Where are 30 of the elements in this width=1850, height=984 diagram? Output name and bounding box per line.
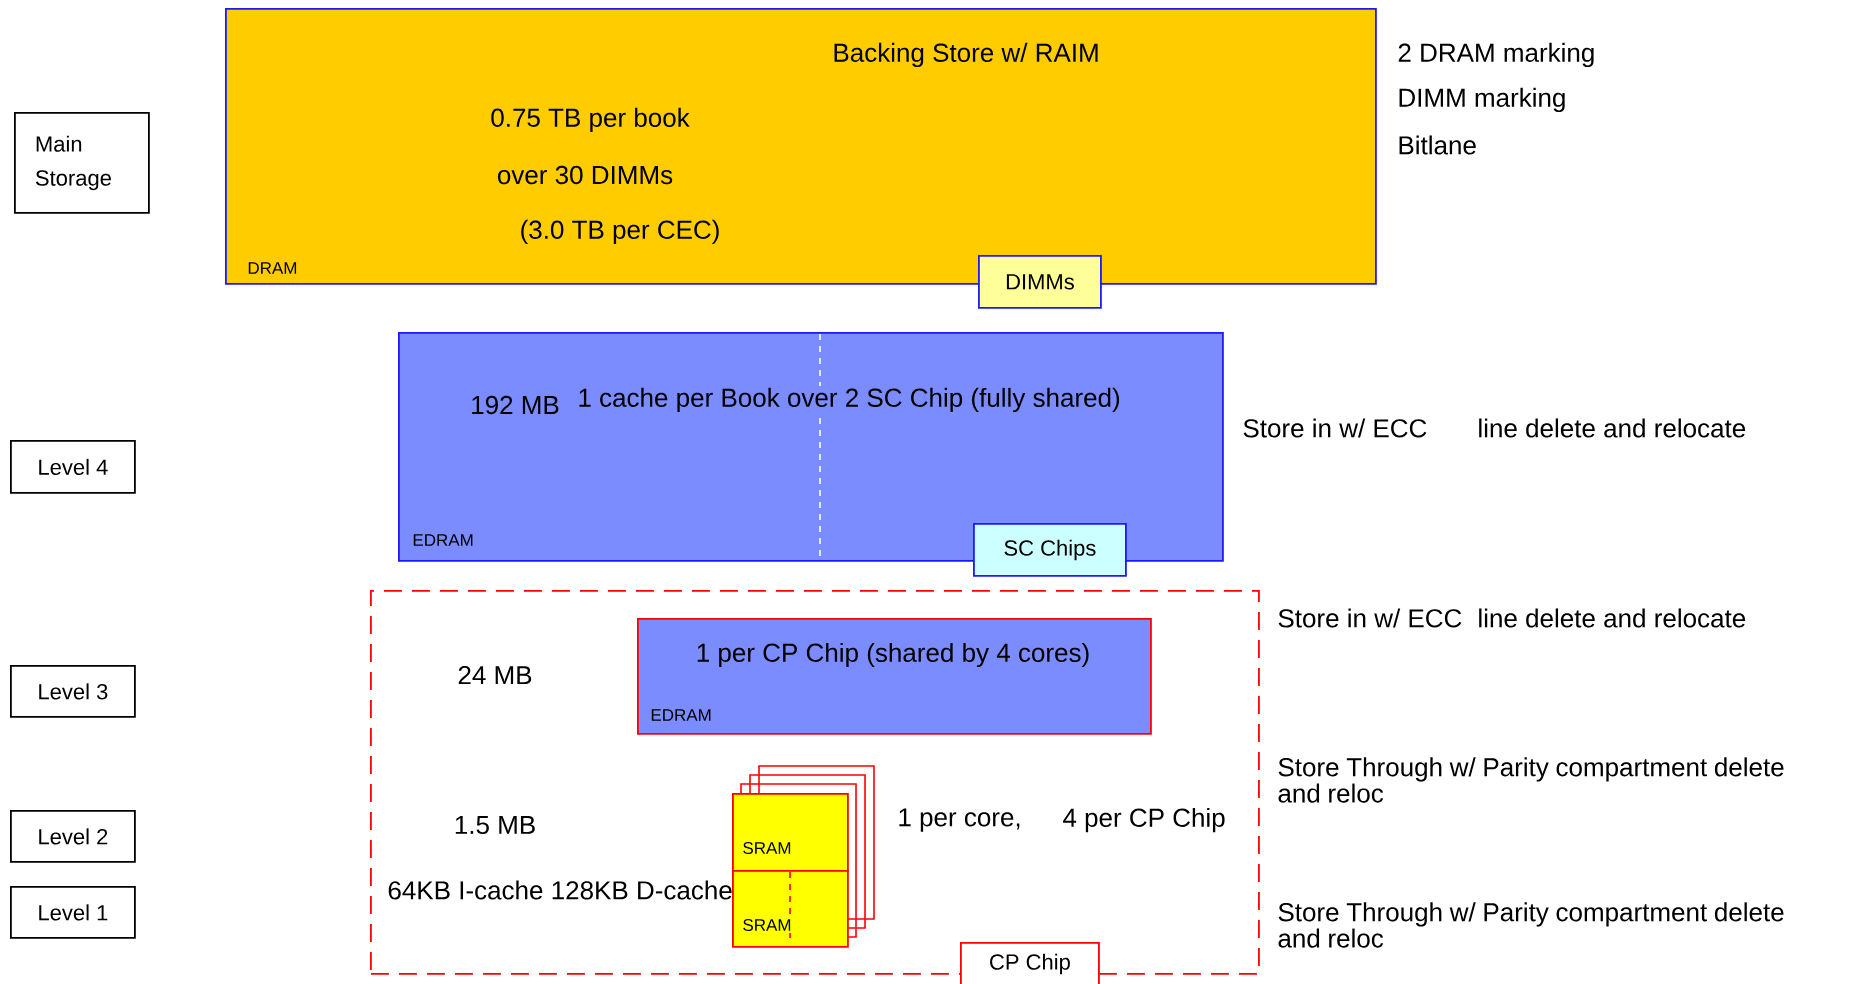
text-label: DRAM [248, 262, 297, 274]
level-box: Main Storage [14, 112, 150, 214]
tag-box: DIMMs [978, 255, 1102, 309]
text-label: (3.0 TB per CEC) [521, 219, 719, 245]
tag-box: SC Chips [973, 523, 1127, 577]
text-label: 192 MB [472, 395, 559, 415]
chip-outline [370, 590, 1260, 975]
text-label: Store Through w/ Parity compartment delete and reloc [1278, 757, 1784, 803]
text-label: Store in w/ ECC [1278, 608, 1462, 628]
level-box: Level 2 [10, 810, 136, 863]
text-label: 0.75 TB per book [491, 107, 690, 133]
text-label: 24 MB [458, 665, 532, 685]
text-label: SRAM [743, 842, 791, 854]
level-box: Level 1 [10, 886, 136, 939]
text-label: Backing Store w/ RAIM [834, 42, 1098, 68]
text-label: 4 per CP Chip [1063, 807, 1225, 833]
tag-box: CP Chip [960, 942, 1100, 984]
text-label: Store Through w/ Parity compartment delete and reloc [1278, 902, 1784, 948]
text-label: over 30 DIMMs [498, 165, 673, 185]
text-label: line delete and relocate [1479, 608, 1746, 628]
text-label: line delete and relocate [1479, 418, 1746, 438]
text-label: 1.5 MB [455, 815, 535, 835]
text-label: 1 per core, [899, 808, 1020, 832]
text-label: 1 per CP Chip (shared by 4 cores) [697, 642, 1089, 668]
text-label: EDRAM [413, 534, 473, 546]
level-box: Level 3 [10, 665, 136, 718]
text-label: EDRAM [651, 709, 711, 721]
level-box: Level 4 [10, 440, 136, 494]
text-label: 64KB I-cache 128KB D-cache [388, 880, 732, 900]
text-label: 1 cache per Book over 2 SC Chip (fully shared) [575, 385, 1123, 415]
